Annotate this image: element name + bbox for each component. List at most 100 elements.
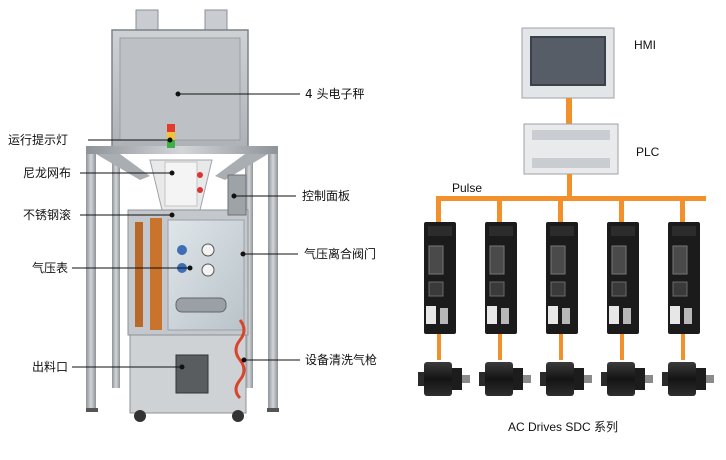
servo-drive-port — [672, 281, 688, 297]
wheel — [134, 410, 146, 422]
gauge-dial — [201, 243, 215, 257]
gauge-dial — [201, 263, 215, 277]
motor-link — [559, 334, 563, 360]
servo-motor-connector — [662, 372, 668, 386]
servo-drive-connector — [489, 245, 505, 275]
label-plc: PLC — [636, 145, 660, 159]
pulse-bus — [436, 196, 706, 201]
servo-motor-connector — [418, 372, 424, 386]
servo-motor-shaft — [706, 375, 714, 383]
servo-drive-cable — [623, 308, 631, 324]
label-hmi: HMI — [634, 38, 656, 52]
servo-drive-port — [428, 281, 444, 297]
label-indicator-light: 运行提示灯 — [8, 133, 69, 147]
bus-drop — [497, 198, 502, 222]
leader-dot — [169, 212, 175, 218]
servo-motor-connector — [479, 372, 485, 386]
wheel — [232, 410, 244, 422]
discharge-outlet — [175, 354, 209, 394]
machine-leader-lines — [72, 91, 300, 370]
bus-drop — [619, 198, 624, 222]
bus-drop — [680, 198, 685, 222]
label-steel-roller: 不锈钢滚 — [23, 208, 72, 222]
indicator-light-red — [167, 124, 175, 132]
leader-dot — [231, 193, 237, 199]
packaging-machine-illustration — [86, 9, 279, 422]
control-panel-box — [227, 174, 247, 216]
servo-drive-cable — [440, 308, 448, 324]
leader-dot — [169, 170, 175, 176]
leader-dot — [240, 251, 246, 257]
frame-brace-right — [215, 154, 268, 180]
label-pulse: Pulse — [452, 181, 483, 195]
servo-motor-flange — [452, 368, 462, 390]
servo-drive-top — [672, 226, 696, 236]
servo-drive-connector — [611, 245, 627, 275]
servo-motor — [607, 362, 635, 396]
label-scale: 4 头电子秤 — [305, 87, 365, 101]
servo-motor — [546, 362, 574, 396]
bus-drop — [436, 198, 441, 222]
air-gun-coil — [234, 319, 246, 400]
hopper-tab-right — [204, 9, 228, 33]
motor-link — [681, 334, 685, 360]
orange-strip-back — [135, 222, 143, 327]
servo-motor-flange — [513, 368, 523, 390]
orange-strip-left — [150, 218, 162, 330]
leader-dot — [175, 91, 181, 97]
label-control-panel: 控制面板 — [302, 189, 351, 203]
leader-dot — [187, 265, 193, 271]
leader-dot — [167, 137, 173, 143]
frame-brace-left — [96, 154, 150, 180]
hmi-screen-inner — [532, 38, 604, 84]
servo-drive-cable — [670, 306, 680, 324]
servo-drive-group — [418, 198, 714, 396]
servo-drive-cable — [501, 308, 509, 324]
servo-motor-flange — [696, 368, 706, 390]
servo-motor-connector — [540, 372, 546, 386]
bus-drop — [558, 198, 563, 222]
servo-drive-top — [611, 226, 635, 236]
mesh-red-dot — [197, 172, 203, 178]
motor-link — [620, 334, 624, 360]
servo-drive-connector — [550, 245, 566, 275]
servo-drive-port — [489, 281, 505, 297]
servo-motor — [485, 362, 513, 396]
frame-beam-top — [86, 146, 278, 154]
servo-drive-cable — [548, 306, 558, 324]
servo-drive-port — [550, 281, 566, 297]
servo-drive-cable — [609, 306, 619, 324]
control-system-diagram — [418, 27, 714, 396]
steel-roller — [175, 297, 227, 313]
foot — [86, 408, 98, 412]
servo-motor-shaft — [645, 375, 653, 383]
hmi-plc-link — [566, 98, 572, 124]
servo-drive-port — [611, 281, 627, 297]
servo-drive-top — [489, 226, 513, 236]
frame-leg-right-outer — [268, 148, 278, 410]
servo-motor — [668, 362, 696, 396]
motor-link — [498, 334, 502, 360]
frame-leg-left-outer — [86, 148, 96, 410]
foot — [267, 408, 279, 412]
label-gauge: 气压表 — [32, 261, 69, 275]
label-air-gun: 设备清洗气枪 — [305, 353, 378, 367]
servo-motor-shaft — [523, 375, 531, 383]
label-nylon-mesh: 尼龙网布 — [23, 166, 72, 180]
servo-motor-flange — [635, 368, 645, 390]
servo-drive-connector — [428, 245, 444, 275]
label-clutch-valve: 气压离合阀门 — [304, 247, 377, 261]
servo-motor-shaft — [584, 375, 592, 383]
valve-knob — [177, 245, 187, 255]
leader-dot — [241, 357, 247, 363]
motor-link — [437, 334, 441, 360]
plc-bus-link — [567, 174, 572, 196]
mesh-red-dot — [197, 187, 203, 193]
servo-motor-connector — [601, 372, 607, 386]
plc-terminal-bottom — [532, 158, 610, 168]
servo-drive-cable — [426, 306, 436, 324]
servo-motor-flange — [574, 368, 584, 390]
servo-motor — [424, 362, 452, 396]
indicator-light-yellow — [167, 132, 175, 140]
